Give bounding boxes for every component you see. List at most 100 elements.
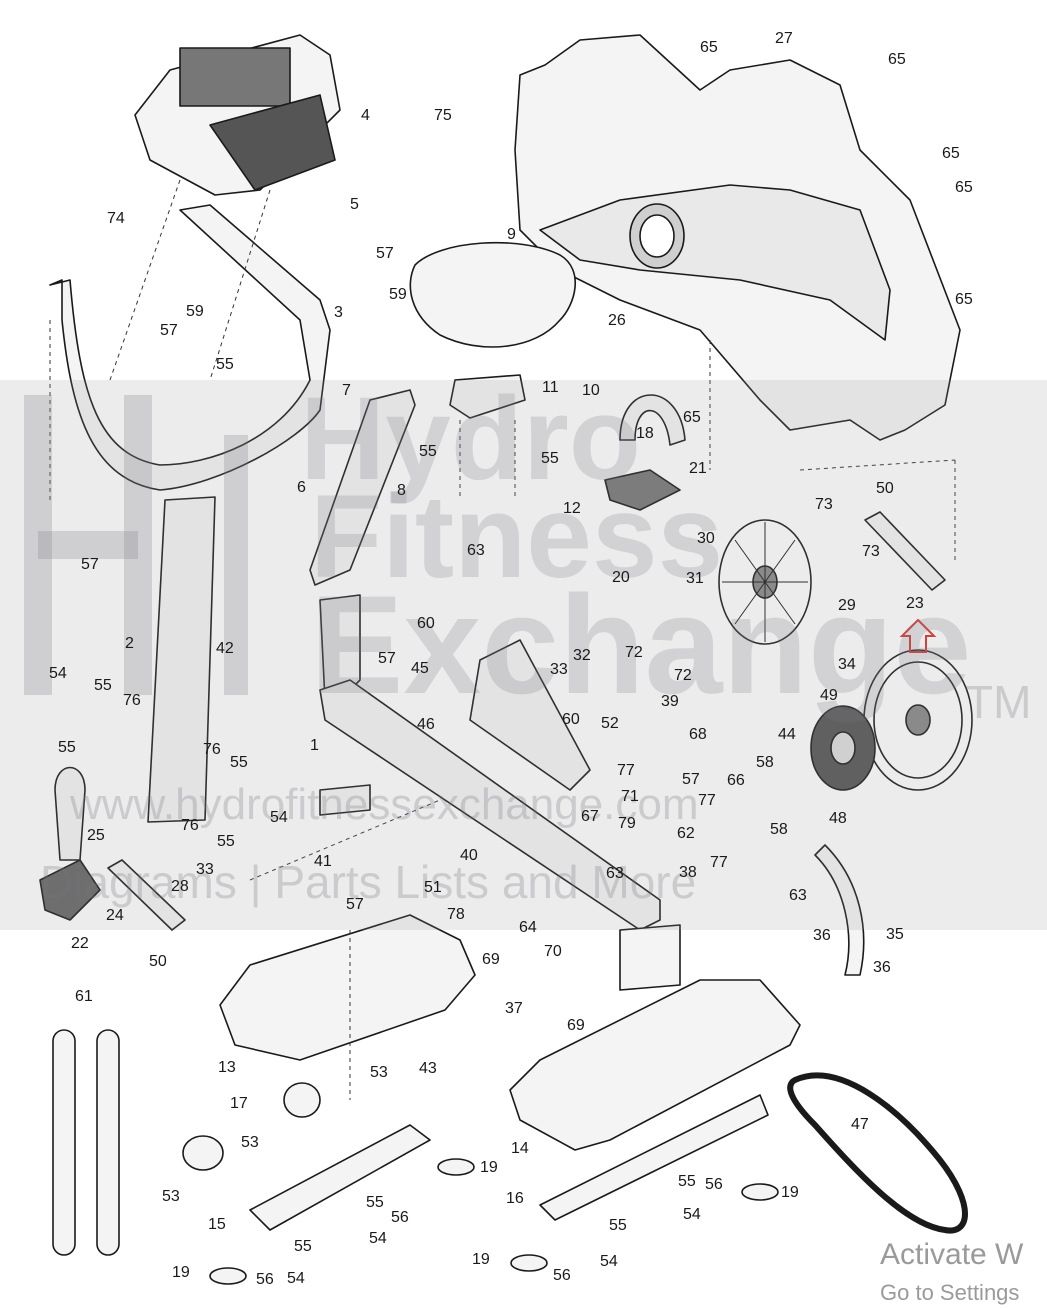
callout-label: 42 bbox=[216, 640, 234, 657]
foot-19c-part bbox=[510, 1254, 548, 1272]
flywheel-29-part bbox=[718, 519, 812, 645]
callout-label: 53 bbox=[162, 1188, 180, 1205]
callout-label: 79 bbox=[618, 815, 636, 832]
callout-label: 55 bbox=[294, 1238, 312, 1255]
callout-label: 77 bbox=[710, 854, 728, 871]
callout-label: 65 bbox=[888, 51, 906, 68]
callout-label: 35 bbox=[886, 926, 904, 943]
watermark-brand-bot: Exchange bbox=[310, 566, 972, 723]
callout-label: 46 bbox=[417, 716, 435, 733]
callout-label: 2 bbox=[125, 635, 134, 652]
callout-label: 22 bbox=[71, 935, 89, 952]
callout-label: 8 bbox=[397, 482, 406, 499]
callout-label: 71 bbox=[621, 788, 639, 805]
callout-label: 76 bbox=[181, 817, 199, 834]
callout-label: 72 bbox=[625, 644, 643, 661]
callout-label: 23 bbox=[906, 595, 924, 612]
callout-label: 10 bbox=[582, 382, 600, 399]
pedal-strap-18-part bbox=[619, 394, 686, 446]
activate-windows-title: Activate W bbox=[880, 1238, 1024, 1271]
watermark-url: www.hydrofitnessexchange.com bbox=[70, 780, 699, 829]
handlebar-part bbox=[49, 204, 331, 491]
seat-post-part bbox=[309, 389, 416, 586]
callout-label: 7 bbox=[342, 382, 351, 399]
foot-19d-part bbox=[209, 1267, 247, 1285]
callout-label: 59 bbox=[389, 286, 407, 303]
callout-label: 57 bbox=[376, 245, 394, 262]
callout-label: 65 bbox=[955, 291, 973, 308]
callout-label: 55 bbox=[419, 443, 437, 460]
callout-label: 36 bbox=[813, 927, 831, 944]
callout-label: 43 bbox=[419, 1060, 437, 1077]
callout-label: 63 bbox=[606, 865, 624, 882]
watermark-logo-icon bbox=[24, 395, 248, 695]
callout-label: 39 bbox=[661, 693, 679, 710]
callout-label: 19 bbox=[472, 1251, 490, 1268]
callout-label: 63 bbox=[789, 887, 807, 904]
rear-shroud-part bbox=[514, 34, 961, 441]
callout-label: 14 bbox=[511, 1140, 529, 1157]
callout-label: 55 bbox=[217, 833, 235, 850]
callout-label: 74 bbox=[107, 210, 125, 227]
callout-label: 54 bbox=[49, 665, 67, 682]
callout-label: 76 bbox=[203, 741, 221, 758]
callout-label: 19 bbox=[172, 1264, 190, 1281]
callout-label: 54 bbox=[600, 1253, 618, 1270]
callout-label: 33 bbox=[196, 861, 214, 878]
callout-label: 78 bbox=[447, 906, 465, 923]
callout-label: 21 bbox=[689, 460, 707, 477]
callout-label: 68 bbox=[689, 726, 707, 743]
callout-label: 31 bbox=[686, 570, 704, 587]
callout-label: 12 bbox=[563, 500, 581, 517]
watermark-tagline: Diagrams | Parts Lists and More bbox=[40, 856, 697, 908]
seat-part bbox=[409, 241, 576, 348]
activate-windows-subtitle: Go to Settings bbox=[880, 1280, 1020, 1305]
crank-arm-24-part bbox=[107, 859, 186, 931]
callout-label: 24 bbox=[106, 907, 124, 924]
callout-label: 55 bbox=[609, 1217, 627, 1234]
pulley-34-part bbox=[863, 649, 973, 791]
watermark-brand-mid: Fitness bbox=[310, 471, 724, 603]
pedal-21-part bbox=[604, 469, 681, 511]
callout-label: 65 bbox=[683, 409, 701, 426]
callout-label: 56 bbox=[256, 1271, 274, 1288]
callout-label: 57 bbox=[160, 322, 178, 339]
callout-label: 38 bbox=[679, 864, 697, 881]
callout-label: 51 bbox=[424, 879, 442, 896]
pedal-strap-25-part bbox=[54, 766, 86, 861]
main-frame-part bbox=[319, 594, 681, 991]
callout-label: 56 bbox=[705, 1176, 723, 1193]
watermark-brand-top: Hydro bbox=[300, 373, 641, 505]
callout-label: 77 bbox=[698, 792, 716, 809]
wheel-17b-part bbox=[283, 1082, 321, 1118]
callout-label: 73 bbox=[815, 496, 833, 513]
callout-label: 34 bbox=[838, 656, 856, 673]
pulley-49-part bbox=[810, 705, 876, 791]
callout-label: 11 bbox=[542, 379, 559, 396]
seat-bracket-part bbox=[449, 374, 526, 419]
assembly-dashed-lines bbox=[49, 179, 956, 1100]
callout-label: 27 bbox=[775, 30, 793, 47]
callout-label: 44 bbox=[778, 726, 796, 743]
callout-label: 53 bbox=[370, 1064, 388, 1081]
callout-label: 5 bbox=[350, 196, 359, 213]
upright-tube-part bbox=[147, 496, 216, 823]
callout-label: 54 bbox=[270, 809, 288, 826]
callout-label: 54 bbox=[683, 1206, 701, 1223]
callout-label: 60 bbox=[562, 711, 580, 728]
callout-label: 37 bbox=[505, 1000, 523, 1017]
callout-label: 25 bbox=[87, 827, 105, 844]
console-part bbox=[134, 34, 341, 196]
callout-label: 26 bbox=[608, 312, 626, 329]
callout-label: 57 bbox=[682, 771, 700, 788]
callout-label: 19 bbox=[480, 1159, 498, 1176]
callout-label: 53 bbox=[241, 1134, 259, 1151]
callout-label: 29 bbox=[838, 597, 856, 614]
base-shroud-13-part bbox=[219, 914, 476, 1061]
brake-35-part bbox=[814, 844, 865, 976]
callout-label: 58 bbox=[770, 821, 788, 838]
callout-label: 55 bbox=[216, 356, 234, 373]
callout-label: 65 bbox=[942, 145, 960, 162]
callout-label: 70 bbox=[544, 943, 562, 960]
callout-label: 73 bbox=[862, 543, 880, 560]
